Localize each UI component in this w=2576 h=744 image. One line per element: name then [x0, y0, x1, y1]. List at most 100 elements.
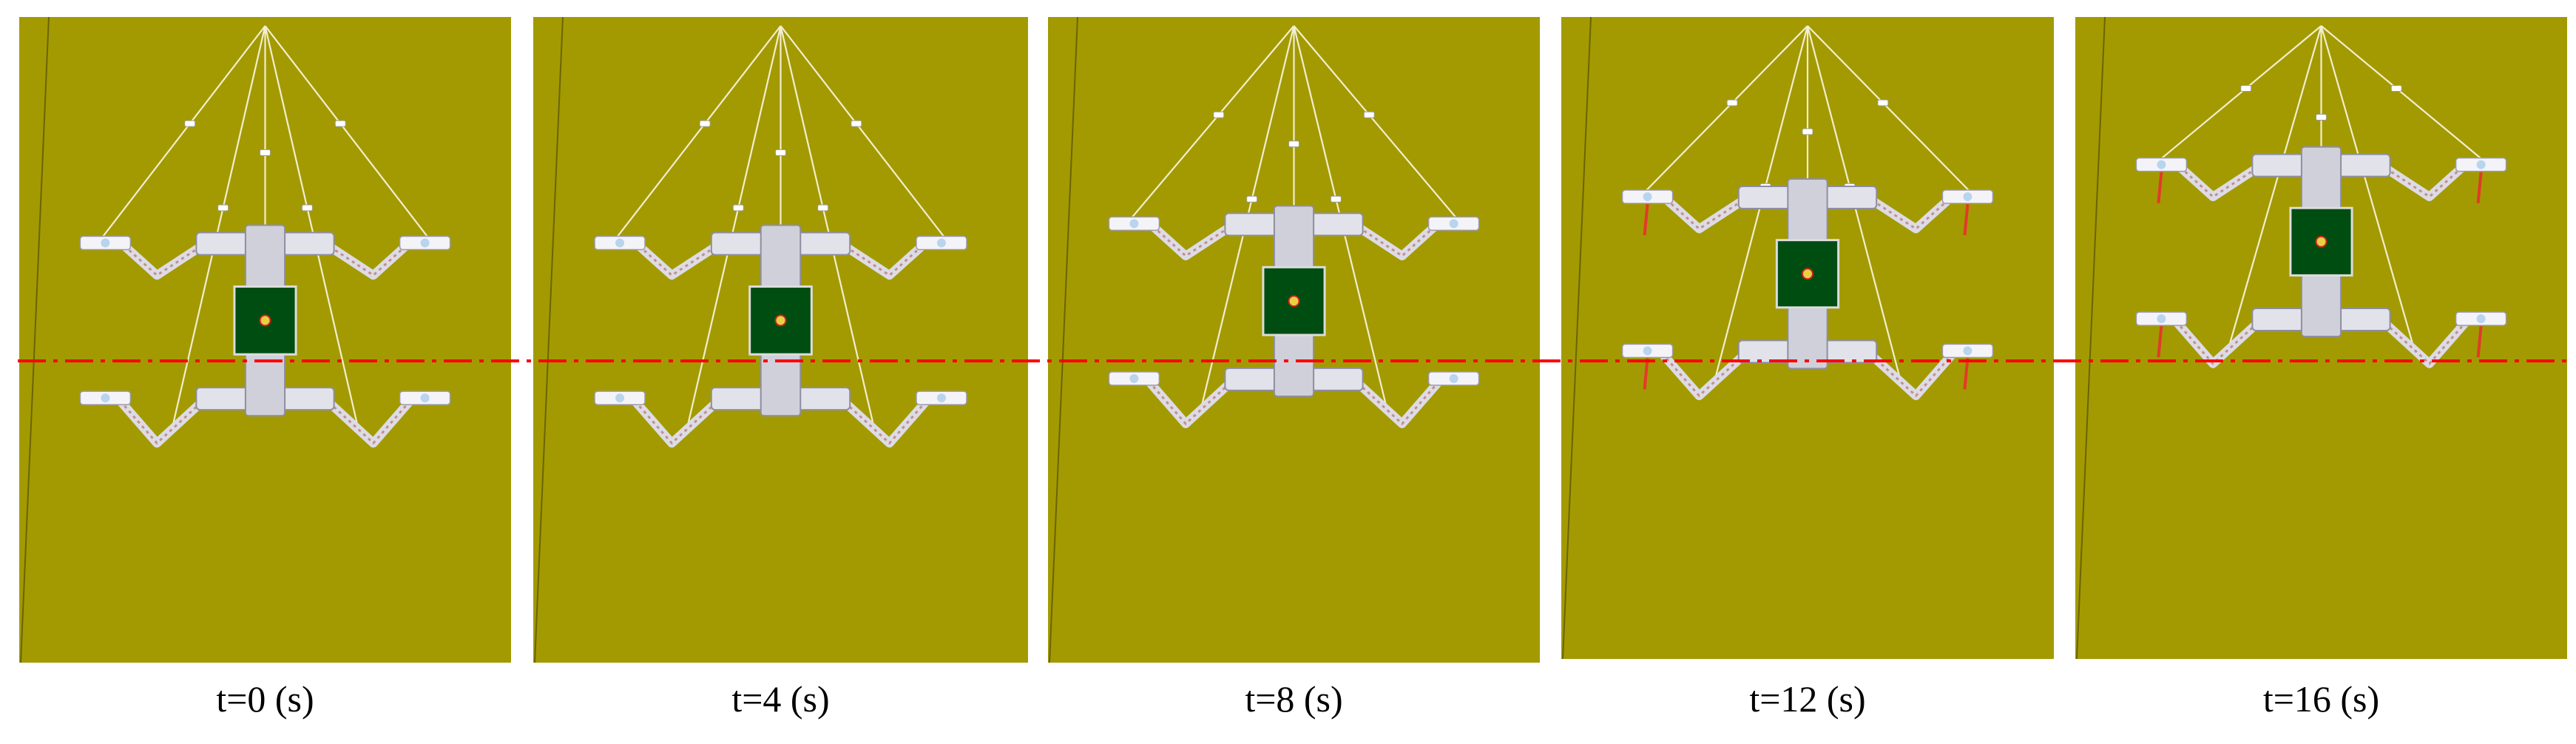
foot-contact-marker: [1963, 203, 1970, 236]
simulation-frame-t16: [2075, 17, 2567, 659]
cable-line: [2320, 25, 2489, 166]
foot-contact-marker: [1963, 358, 1970, 390]
cable-marker: [334, 120, 346, 127]
leg-segment: [321, 394, 416, 448]
robot-legs: [79, 235, 451, 448]
foot-joint: [615, 393, 625, 403]
foot-joint: [1963, 192, 1972, 202]
cable-fan-icon: [97, 25, 433, 430]
leg-wiring: [1145, 377, 1236, 426]
frame-caption-t12: t=12 (s): [1749, 678, 1866, 720]
foot-joint: [2157, 160, 2166, 169]
cable-marker: [2316, 113, 2327, 121]
robot-body: [233, 285, 297, 356]
cable-marker: [2390, 84, 2402, 92]
foot-joint: [101, 238, 110, 248]
leg-wiring: [2172, 160, 2263, 198]
body-center-marker: [1288, 295, 1300, 308]
frame-caption-t0: t=0 (s): [216, 678, 314, 720]
foot-joint: [101, 393, 110, 403]
cable-line: [780, 25, 876, 430]
cable-marker: [217, 204, 229, 212]
simulation-frame-t4: [533, 17, 1028, 663]
cable-marker: [1246, 195, 1258, 203]
frame-caption-t8: t=8 (s): [1245, 678, 1343, 720]
foot-joint: [1129, 373, 1139, 383]
cable-marker: [1330, 195, 1342, 203]
cable-fan-icon: [612, 25, 950, 430]
leg-wiring: [1865, 350, 1956, 398]
leg-wiring: [839, 239, 930, 277]
leg-segment: [629, 394, 725, 448]
leg-wiring: [631, 396, 723, 445]
leg-wiring: [323, 396, 414, 445]
body-center-marker: [774, 314, 787, 327]
body-center-marker: [2315, 235, 2327, 248]
robot-legs: [2135, 157, 2507, 368]
robot-top-view-icon: [1562, 17, 1994, 659]
robot-chassis: [710, 224, 851, 417]
leg-segment: [836, 394, 933, 448]
leg-wiring: [631, 239, 723, 277]
cable-marker: [1802, 128, 1813, 135]
foot-joint: [1643, 192, 1652, 202]
foot-joint: [420, 238, 430, 248]
foot-joint: [420, 393, 430, 403]
cable-marker: [184, 120, 196, 127]
body-center-marker: [1802, 268, 1813, 280]
foot-joint: [1449, 219, 1458, 229]
cable-line: [171, 25, 266, 430]
cable-marker: [817, 204, 829, 212]
cable-marker: [1288, 141, 1299, 148]
foot-contact-marker: [2476, 172, 2483, 203]
cable-marker: [851, 120, 862, 127]
leg-segment: [114, 394, 209, 448]
ground-edge-line: [1562, 17, 1592, 659]
robot-chassis: [2251, 146, 2391, 337]
body-center-marker: [259, 314, 271, 327]
simulation-frame-t8: [1048, 17, 1540, 663]
robot-chassis: [1224, 205, 1364, 397]
foot-joint: [1129, 219, 1139, 229]
leg-wiring: [2379, 160, 2470, 198]
robot-top-view-icon: [534, 17, 967, 663]
cable-line: [1126, 25, 1295, 225]
cable-marker: [1877, 99, 1889, 106]
robot-chassis: [1737, 178, 1878, 370]
foot-joint: [2476, 314, 2486, 323]
cable-line: [2153, 25, 2322, 166]
leg-segment: [2377, 315, 2472, 368]
cable-line: [1639, 25, 1808, 197]
leg-wiring: [323, 239, 414, 277]
cable-line: [1807, 25, 1976, 197]
leg-segment: [1350, 375, 1445, 428]
leg-wiring: [839, 396, 930, 445]
foot-joint: [615, 238, 625, 248]
frame-caption-t4: t=4 (s): [731, 678, 830, 720]
foot-joint: [936, 238, 946, 248]
leg-segment: [1863, 347, 1959, 401]
robot-top-view-icon: [20, 17, 451, 663]
robot-chassis: [195, 224, 335, 417]
ground-edge-line: [20, 17, 50, 663]
simulation-frame-t0: [19, 17, 511, 663]
cable-line: [2227, 25, 2322, 351]
leg-wiring: [116, 239, 207, 277]
leg-segment: [629, 236, 724, 280]
cable-marker: [2240, 84, 2252, 92]
robot-legs: [594, 235, 967, 448]
foot-joint: [2476, 160, 2486, 169]
cable-marker: [1363, 111, 1375, 118]
simulation-frame-t12: [1561, 17, 2054, 659]
leg-wiring: [1352, 219, 1443, 257]
ground-edge-line: [2076, 17, 2106, 659]
foot-joint: [2157, 314, 2166, 323]
cable-line: [780, 25, 950, 244]
leg-wiring: [1145, 219, 1236, 257]
leg-wiring: [2172, 317, 2263, 365]
leg-wiring: [1866, 192, 1956, 231]
foot-joint: [1643, 346, 1652, 356]
foot-contact-marker: [1643, 358, 1649, 390]
leg-wiring: [1659, 192, 1749, 231]
cable-line: [2320, 25, 2416, 351]
